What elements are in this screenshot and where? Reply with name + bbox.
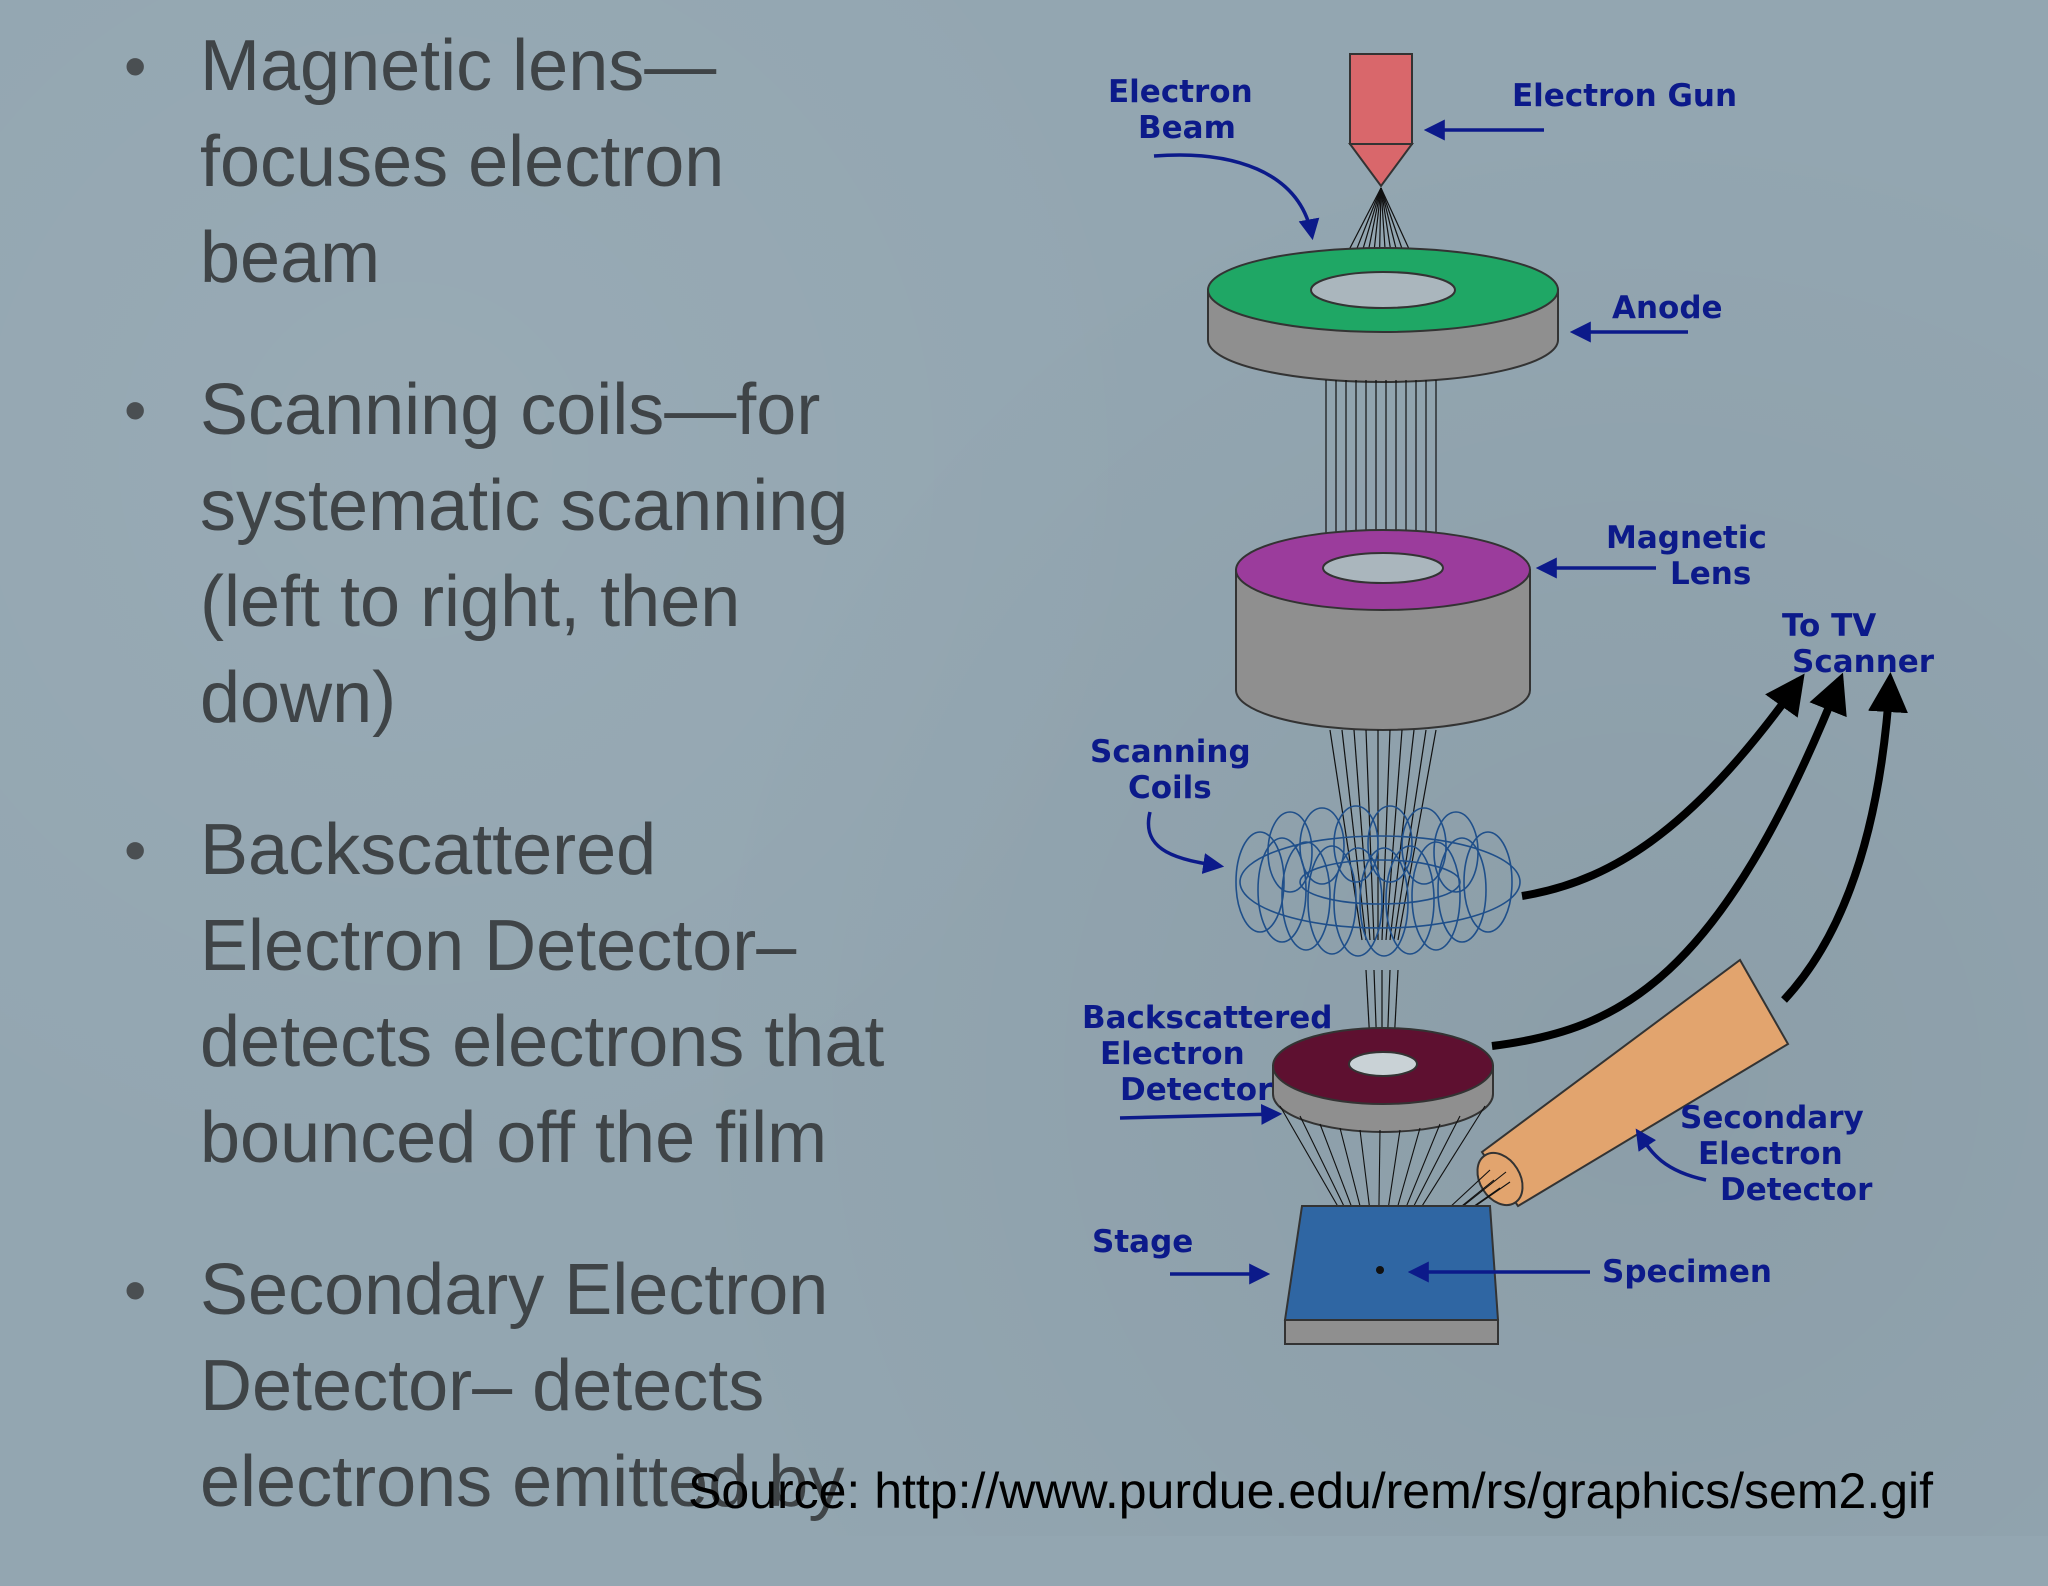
bullet-list: • Magnetic lens— focuses electron beam • S… (120, 18, 1000, 1586)
label-magnetic-lens-2: Lens (1670, 556, 1751, 592)
bullet-text: Scanning coils—for systematic scanning (… (200, 370, 849, 738)
specimen (1376, 1266, 1384, 1274)
magnetic-lens (1235, 529, 1531, 731)
label-arrows (1119, 119, 1707, 1285)
bullet-item: • Magnetic lens— focuses electron beam (120, 18, 1000, 306)
slide-background (0, 0, 2048, 1536)
electron-gun (1348, 53, 1414, 188)
bullet-dot: • (124, 1254, 147, 1326)
label-secondary-1: Secondary (1680, 1100, 1864, 1136)
label-scanning-coils-1: Scanning (1090, 734, 1251, 770)
stage (1283, 1205, 1500, 1345)
backscattered-detector (1272, 1027, 1494, 1133)
bullet-text: Secondary Electron Detector– detects ele… (200, 1250, 845, 1522)
label-stage: Stage (1092, 1224, 1193, 1260)
bullet-dot: • (124, 814, 147, 886)
label-secondary-3: Detector (1720, 1172, 1873, 1208)
label-backscattered-2: Electron (1100, 1036, 1245, 1072)
sem-diagram: Electron Beam Electron Gun Anode Magneti… (1082, 53, 1935, 1345)
label-anode: Anode (1612, 290, 1723, 326)
anode (1207, 247, 1559, 383)
label-backscattered-1: Backscattered (1082, 1000, 1332, 1036)
label-magnetic-lens-1: Magnetic (1606, 520, 1767, 556)
label-scanning-coils-2: Coils (1128, 770, 1212, 806)
label-electron-gun: Electron Gun (1512, 78, 1737, 114)
bullet-item: • Scanning coils—for systematic scanning … (120, 362, 1000, 746)
label-electron-beam-2: Beam (1138, 110, 1236, 146)
bullet-text: Backscattered Electron Detector– detects… (200, 810, 885, 1178)
label-secondary-2: Electron (1698, 1136, 1843, 1172)
label-to-tv-scanner-1: To TV (1782, 608, 1876, 644)
bullet-text: Magnetic lens— focuses electron beam (200, 26, 725, 298)
bullet-item: • Backscattered Electron Detector– detect… (120, 802, 1000, 1186)
label-backscattered-3: Detector (1120, 1072, 1273, 1108)
bullet-dot: • (124, 30, 147, 102)
scanning-coils (1235, 805, 1521, 957)
signal-cables (1491, 672, 1908, 1050)
label-electron-beam-1: Electron (1108, 74, 1253, 110)
bullet-item: • Secondary Electron Detector– detects el… (120, 1242, 1000, 1530)
label-specimen: Specimen (1602, 1254, 1772, 1290)
bullet-dot: • (124, 374, 147, 446)
source-citation: Source: http://www.purdue.edu/rem/rs/gra… (688, 1463, 1934, 1519)
label-to-tv-scanner-2: Scanner (1792, 644, 1935, 680)
focused-beam (1329, 729, 1437, 941)
